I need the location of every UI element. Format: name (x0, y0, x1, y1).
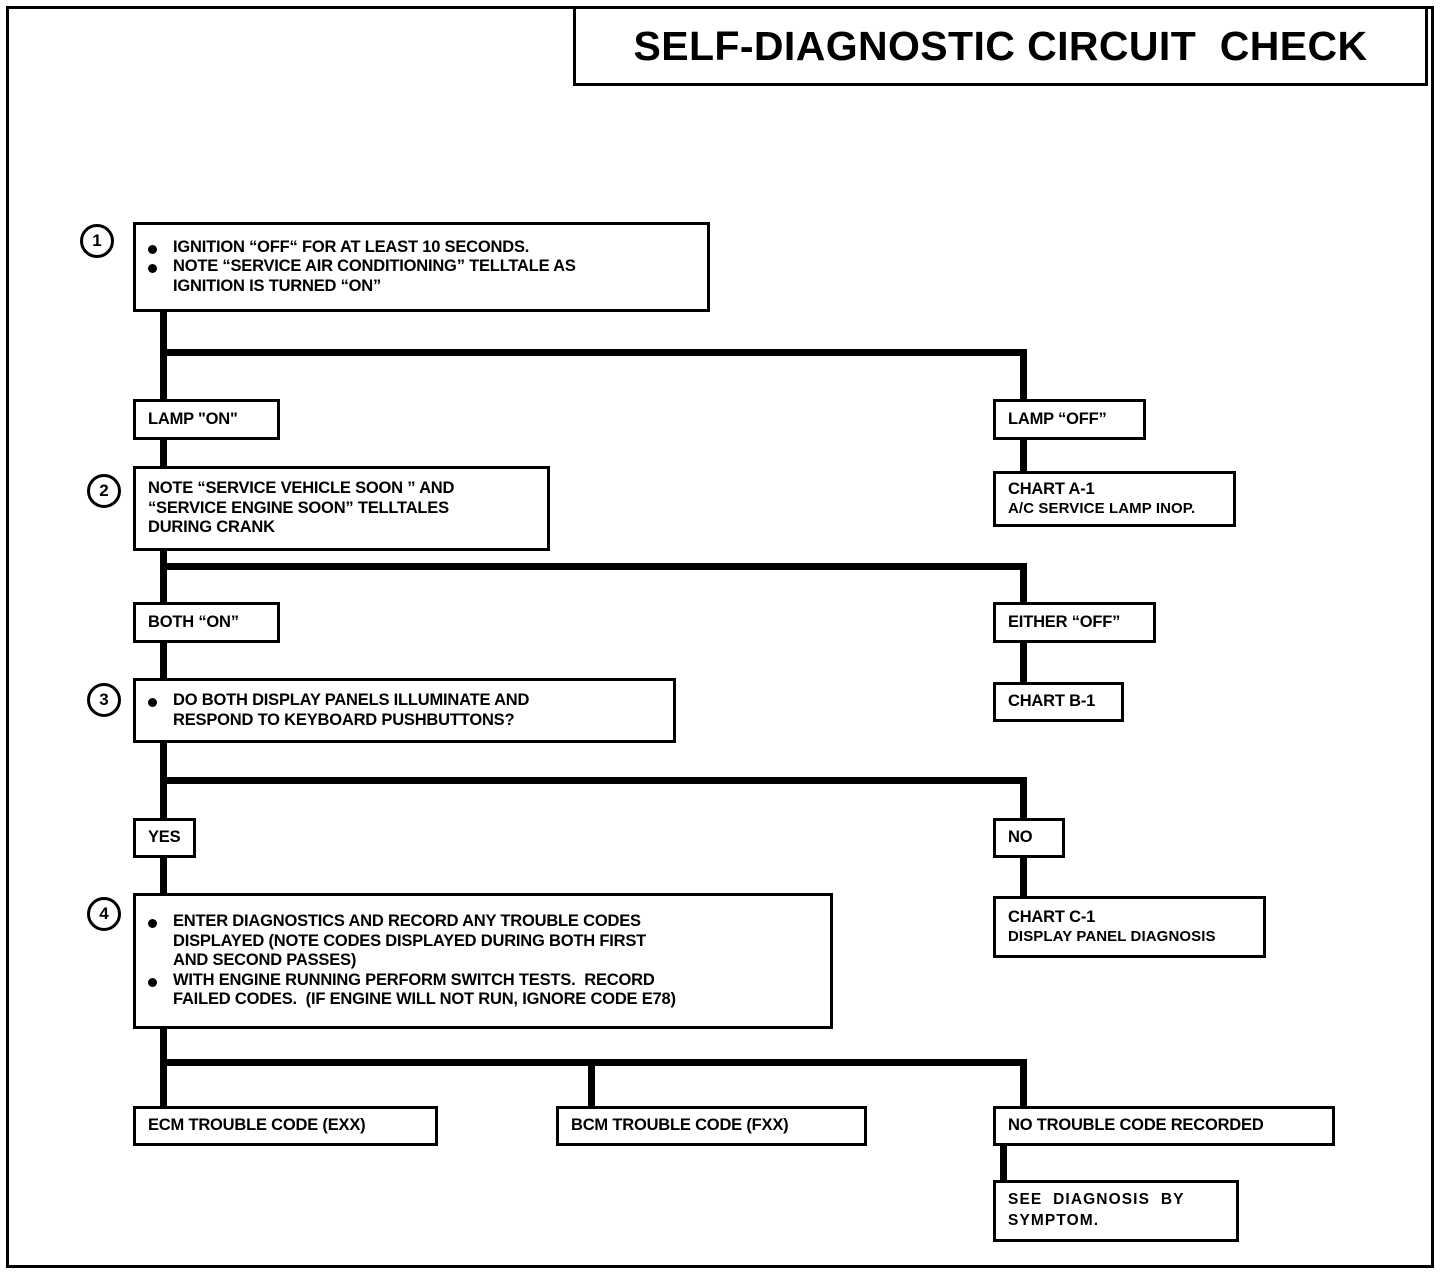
connector-bus4-left-down (160, 1059, 167, 1109)
yes-box: YES (133, 818, 196, 858)
step-number-4: 4 (87, 897, 121, 931)
connector-step3-down (160, 740, 167, 785)
either-off-label: EITHER “OFF” (1008, 612, 1121, 631)
connector-bus2-left-down (160, 563, 167, 607)
no-trouble-code-label: NO TROUBLE CODE RECORDED (1008, 1116, 1264, 1135)
ecm-trouble-code-label: ECM TROUBLE CODE (EXX) (148, 1116, 366, 1135)
bcm-trouble-code-box: BCM TROUBLE CODE (FXX) (556, 1106, 867, 1146)
chart-a1-subtitle: A/C SERVICE LAMP INOP. (1008, 499, 1196, 517)
step-1-bullet-2-line-2: IGNITION IS TURNED “ON” (173, 276, 382, 295)
step-3-bullet-1-line-2: RESPOND TO KEYBOARD PUSHBUTTONS? (173, 710, 515, 729)
see-diagnosis-line-2: SYMPTOM. (1008, 1212, 1100, 1229)
connector-bus2-right-down (1020, 563, 1027, 607)
ecm-trouble-code-box: ECM TROUBLE CODE (EXX) (133, 1106, 438, 1146)
step-1-bullet-1: IGNITION “OFF“ FOR AT LEAST 10 SECONDS. (173, 237, 530, 256)
connector-step1-down (160, 312, 167, 356)
chart-a1-title: CHART A-1 (1008, 480, 1095, 499)
connector-bus1-right-down (1020, 349, 1027, 402)
see-diagnosis-line-1: SEE DIAGNOSIS BY (1008, 1191, 1185, 1209)
chart-c1-title: CHART C-1 (1008, 908, 1096, 927)
see-diagnosis-box: SEE DIAGNOSIS BY SYMPTOM. (993, 1180, 1239, 1242)
step-4-bullet-1-line-3: AND SECOND PASSES) (173, 951, 357, 970)
step-3-bullet-1-line-1: DO BOTH DISPLAY PANELS ILLUMINATE AND (173, 691, 530, 710)
step-3-box: DO BOTH DISPLAY PANELS ILLUMINATE AND RE… (133, 678, 676, 743)
chart-b1-title: CHART B-1 (1008, 692, 1096, 711)
chart-c1-box: CHART C-1 DISPLAY PANEL DIAGNOSIS (993, 896, 1266, 958)
connector-both-on-down (160, 640, 167, 683)
lamp-off-label: LAMP “OFF” (1008, 409, 1107, 428)
page-title: SELF-DIAGNOSTIC CIRCUIT CHECK (633, 22, 1368, 69)
step-1-bullet-2-line-1: NOTE “SERVICE AIR CONDITIONING” TELLTALE… (173, 257, 576, 276)
step-4-bullet-2-line-1: WITH ENGINE RUNNING PERFORM SWITCH TESTS… (173, 970, 655, 989)
step-4-bullet-1-line-2: DISPLAYED (NOTE CODES DISPLAYED DURING B… (173, 931, 647, 950)
connector-bus1-left-down (160, 349, 167, 402)
no-box: NO (993, 818, 1065, 858)
connector-step4-down (160, 1026, 167, 1066)
no-trouble-code-box: NO TROUBLE CODE RECORDED (993, 1106, 1335, 1146)
step-4-bullet-1-line-1: ENTER DIAGNOSTICS AND RECORD ANY TROUBLE… (173, 912, 641, 931)
either-off-box: EITHER “OFF” (993, 602, 1156, 643)
step-4-bullet-2-line-2: FAILED CODES. (IF ENGINE WILL NOT RUN, I… (173, 990, 676, 1009)
chart-b1-box: CHART B-1 (993, 682, 1124, 722)
lamp-on-label: LAMP "ON" (148, 409, 238, 428)
connector-yes-down (160, 855, 167, 895)
step-number-2: 2 (87, 474, 121, 508)
step-1-box: IGNITION “OFF“ FOR AT LEAST 10 SECONDS. … (133, 222, 710, 312)
connector-no-down (1020, 855, 1027, 899)
connector-either-off-down (1020, 640, 1027, 685)
step-number-1: 1 (80, 224, 114, 258)
step-2-line-3: DURING CRANK (148, 518, 275, 537)
chart-a1-box: CHART A-1 A/C SERVICE LAMP INOP. (993, 471, 1236, 527)
connector-bus4-right-down (1020, 1059, 1027, 1109)
connector-bus4-mid-down (588, 1059, 595, 1109)
step-2-box: NOTE “SERVICE VEHICLE SOON ” AND “SERVIC… (133, 466, 550, 551)
connector-lamp-off-down (1020, 437, 1027, 474)
connector-bus3-right-down (1020, 777, 1027, 821)
connector-bus3-left-down (160, 777, 167, 821)
connector-no-code-down (1000, 1143, 1007, 1183)
step-2-line-1: NOTE “SERVICE VEHICLE SOON ” AND (148, 479, 455, 498)
lamp-off-box: LAMP “OFF” (993, 399, 1146, 440)
step-4-box: ENTER DIAGNOSTICS AND RECORD ANY TROUBLE… (133, 893, 833, 1029)
chart-c1-subtitle: DISPLAY PANEL DIAGNOSIS (1008, 927, 1216, 945)
connector-bus-2 (160, 563, 1027, 570)
lamp-on-box: LAMP "ON" (133, 399, 280, 440)
connector-bus-3 (160, 777, 1027, 784)
step-number-3: 3 (87, 683, 121, 717)
connector-lamp-on-down (160, 437, 167, 469)
yes-label: YES (148, 828, 181, 847)
both-on-box: BOTH “ON” (133, 602, 280, 643)
title-banner: SELF-DIAGNOSTIC CIRCUIT CHECK (573, 6, 1428, 86)
step-2-line-2: “SERVICE ENGINE SOON” TELLTALES (148, 498, 449, 517)
connector-bus-1 (160, 349, 1027, 356)
bcm-trouble-code-label: BCM TROUBLE CODE (FXX) (571, 1116, 789, 1135)
both-on-label: BOTH “ON” (148, 612, 239, 631)
no-label: NO (1008, 828, 1033, 847)
